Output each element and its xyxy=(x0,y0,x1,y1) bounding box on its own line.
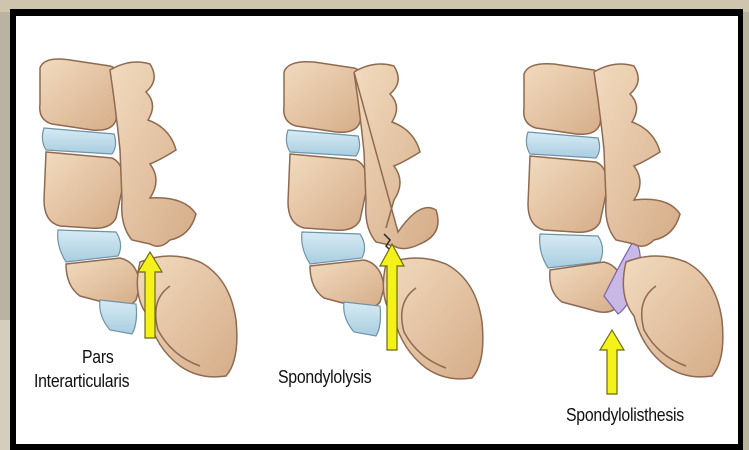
disc xyxy=(286,130,359,156)
disc xyxy=(42,128,115,154)
vertebra-body xyxy=(44,152,123,228)
vertebra-body xyxy=(40,59,121,130)
spine-listhesis xyxy=(524,64,723,394)
label-spondylolisthesis: Spondylolisthesis xyxy=(566,404,684,426)
vertebra-body xyxy=(288,154,367,230)
sacrum xyxy=(383,258,483,379)
label-spondylolysis: Spondylolysis xyxy=(278,366,371,388)
disc xyxy=(344,302,381,336)
posterior-elements xyxy=(110,62,196,246)
vertebra-body xyxy=(284,62,365,133)
disc xyxy=(526,132,599,158)
arrow-icon xyxy=(600,330,624,394)
sacrum xyxy=(623,256,723,377)
spine-normal xyxy=(40,59,237,377)
label-pars-line2: Interarticularis xyxy=(34,370,129,392)
disc xyxy=(100,300,137,334)
disc xyxy=(302,232,365,264)
disc xyxy=(58,230,121,262)
posterior-elements xyxy=(354,64,438,249)
vertebra-body xyxy=(524,64,605,135)
label-pars-line1: Pars xyxy=(82,346,114,368)
vertebra-body xyxy=(528,156,607,232)
vertebra-body xyxy=(66,258,140,306)
posterior-elements xyxy=(594,64,680,246)
vertebra-body xyxy=(310,260,384,308)
spine-lysis xyxy=(284,62,483,379)
